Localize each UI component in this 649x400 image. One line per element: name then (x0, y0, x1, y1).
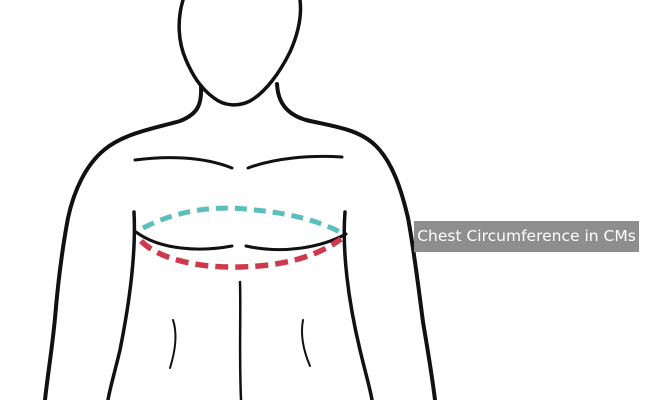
chest-measure-line (139, 236, 343, 270)
upper-chest-measure-line (141, 205, 342, 235)
left-inner-arm (106, 210, 137, 400)
left-ab-line (169, 319, 177, 369)
head-outline (177, 0, 303, 107)
abdomen-line (238, 280, 243, 400)
right-ab-line (300, 319, 311, 367)
pectoral-line (134, 230, 348, 252)
right-collarbone (246, 154, 344, 170)
left-collarbone (133, 156, 234, 170)
left-neck-shoulder (43, 84, 204, 400)
right-inner-arm (342, 210, 374, 400)
measurement-label: Chest Circumference in CMs (414, 221, 639, 252)
right-neck-shoulder (275, 82, 437, 400)
